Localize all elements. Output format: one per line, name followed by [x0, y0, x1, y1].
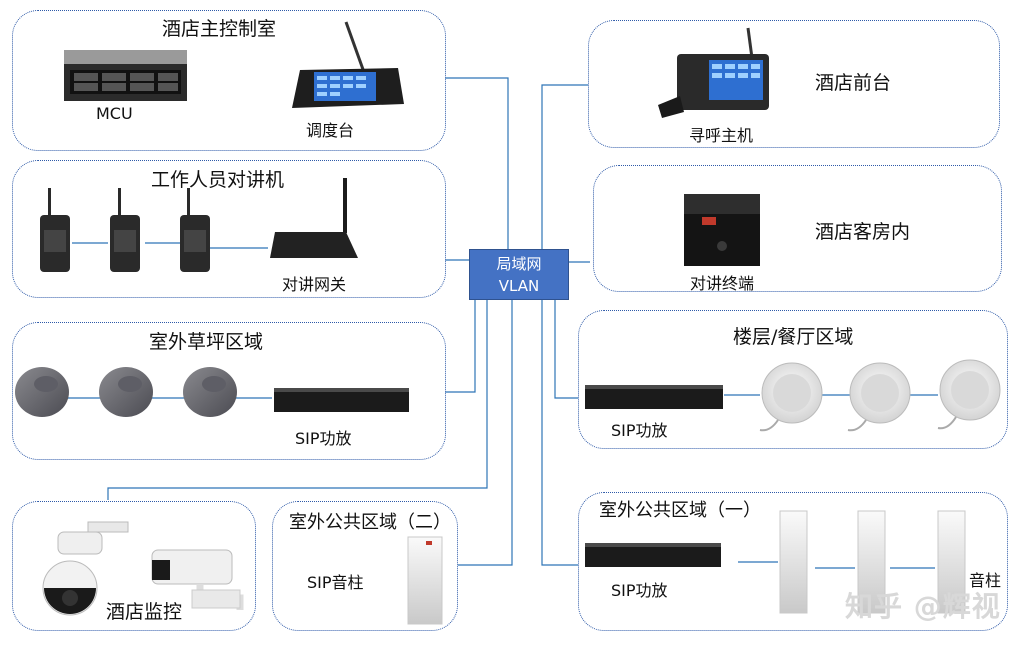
hub-label-line1: 局域网 [470, 253, 568, 275]
lawn-title: 室外草坪区域 [149, 327, 263, 354]
gateway-label: 对讲网关 [282, 271, 346, 295]
front-desk-title: 酒店前台 [815, 68, 891, 95]
console-label: 调度台 [306, 117, 354, 141]
paging-host-label: 寻呼主机 [689, 122, 753, 146]
lan-hub: 局域网 VLAN [469, 249, 569, 300]
intercom-staff-title: 工作人员对讲机 [151, 165, 284, 192]
floor-restaurant-title: 楼层/餐厅区域 [733, 322, 853, 349]
zone-guest-room [593, 165, 1002, 292]
mcu-label: MCU [96, 104, 133, 123]
zone-front-desk [588, 20, 1000, 148]
link-front-desk [542, 85, 588, 249]
terminal-label: 对讲终端 [690, 270, 754, 294]
hub-label-line2: VLAN [470, 275, 568, 297]
public-one-amp-label: SIP功放 [611, 577, 668, 601]
floor-amp-label: SIP功放 [611, 417, 668, 441]
guest-room-title: 酒店客房内 [815, 217, 910, 244]
watermark: 知乎 @辉视 [845, 585, 1001, 625]
public-two-column-label: SIP音柱 [307, 569, 364, 593]
link-control-room [445, 78, 508, 249]
public-two-title: 室外公共区域（二） [289, 508, 451, 534]
link-floor [555, 300, 578, 398]
lawn-amp-label: SIP功放 [295, 425, 352, 449]
link-lawn [445, 300, 475, 392]
control-room-title: 酒店主控制室 [162, 14, 276, 41]
cctv-title: 酒店监控 [106, 597, 182, 624]
public-one-title: 室外公共区域（一） [599, 496, 761, 522]
link-public-one [542, 300, 578, 565]
link-public-two [458, 300, 512, 565]
